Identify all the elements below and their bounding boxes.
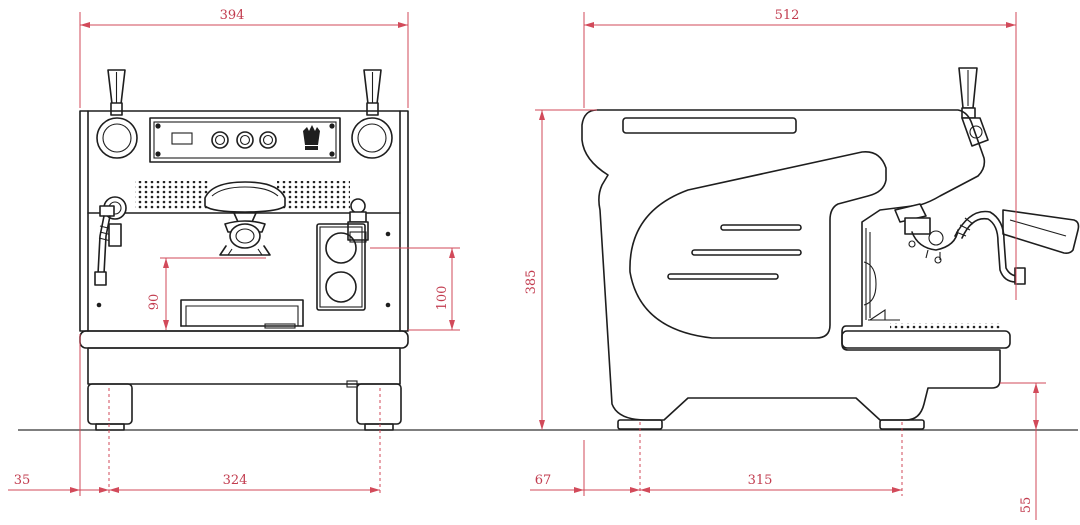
- cup-warmer-slot: [622, 117, 797, 134]
- side-lever-handle: [958, 67, 989, 147]
- dim-total-height: 385: [524, 270, 539, 295]
- front-left-foot: [87, 383, 133, 425]
- dim-side-front-margin: 67: [535, 473, 552, 488]
- dim-front-side-margin: 35: [14, 473, 31, 488]
- side-portafilter-handle: [1002, 209, 1080, 254]
- dim-foot-height: 55: [1019, 497, 1034, 514]
- dim-side-feet-span: 315: [748, 473, 773, 488]
- side-panel: [629, 151, 887, 339]
- panel-slot-2: [691, 249, 802, 256]
- dim-side-depth: 512: [775, 8, 800, 23]
- dim-front-width: 394: [220, 8, 245, 23]
- front-base: [79, 330, 409, 388]
- left-grille: [135, 181, 208, 209]
- dim-cup-height-left: 90: [147, 294, 162, 311]
- left-steam-wand: [94, 196, 127, 286]
- display-window: [171, 132, 193, 145]
- panel-slot-1: [720, 224, 802, 231]
- portafilter: [219, 220, 271, 256]
- control-panel: [149, 117, 341, 163]
- left-lever-handle: [107, 69, 126, 116]
- left-knob: [96, 117, 138, 159]
- group-head: [87, 181, 401, 223]
- side-body: [581, 109, 1001, 421]
- side-drip-tray: [841, 330, 1011, 349]
- button-3: [259, 131, 277, 149]
- side-steam-wand: [954, 210, 1026, 285]
- button-1: [211, 131, 229, 149]
- front-view: [79, 69, 409, 431]
- drip-tray: [180, 299, 304, 329]
- right-lever-handle: [363, 69, 382, 116]
- panel-slot-3: [667, 273, 779, 280]
- dimension-lines: [8, 12, 1046, 520]
- brand-logo: [303, 125, 320, 145]
- dim-cup-height-right: 100: [435, 286, 450, 311]
- dim-front-feet-span: 324: [223, 473, 248, 488]
- side-group-head: [894, 203, 959, 264]
- cup-indicator-panel: [316, 223, 366, 311]
- side-view: [581, 67, 1080, 430]
- front-right-foot: [356, 383, 402, 425]
- button-2: [236, 131, 254, 149]
- right-grille: [277, 181, 350, 209]
- right-knob: [351, 117, 393, 159]
